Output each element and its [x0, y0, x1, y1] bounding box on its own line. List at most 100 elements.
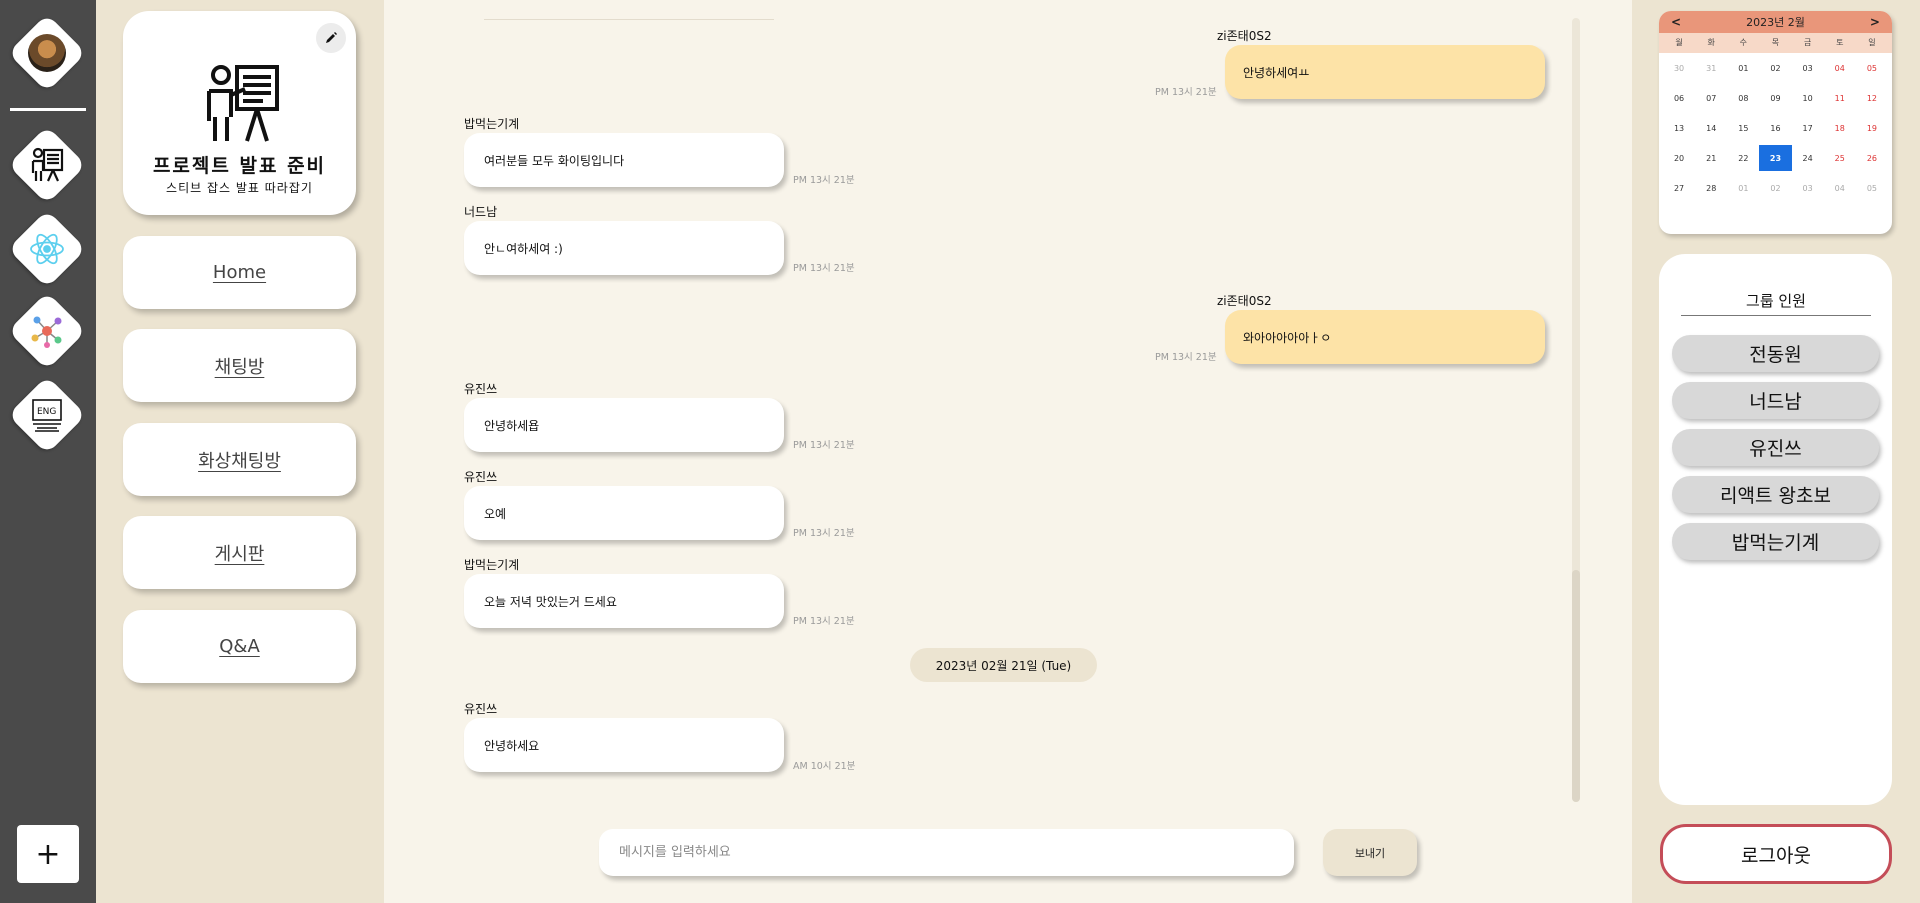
message-input[interactable] [599, 829, 1294, 876]
weekday-label: 수 [1739, 38, 1748, 47]
divider [484, 19, 774, 20]
project-card: 프로젝트 발표 준비 스티브 잡스 발표 따라잡기 [123, 11, 356, 215]
calendar-day[interactable]: 28 [1706, 183, 1717, 193]
calendar-day[interactable]: 18 [1834, 123, 1845, 133]
member-item[interactable]: 유진쓰 [1672, 429, 1879, 466]
calendar-day[interactable]: 05 [1866, 63, 1877, 73]
calendar-day[interactable]: 01 [1738, 183, 1749, 193]
calendar-day-today[interactable]: 23 [1759, 145, 1792, 171]
rail-item-english[interactable]: ENG [7, 375, 87, 455]
message-time: AM 10시 21분 [793, 761, 856, 772]
nav-chat-room[interactable]: 채팅방 [123, 329, 356, 402]
message-sender: 유진쓰 [464, 702, 498, 716]
chat-area: zi존태0S2 PM 13시 21분 안녕하세여ㅛ 밥먹는기계 여러분들 모두 … [384, 0, 1632, 903]
calendar: < 2023년 2월 > 월 화 수 목 금 토 일 30 31 01 02 0… [1659, 11, 1892, 234]
nav-home[interactable]: Home [123, 236, 356, 309]
calendar-day[interactable]: 27 [1673, 183, 1685, 193]
app-rail: ENG + [0, 0, 96, 903]
calendar-day[interactable]: 11 [1834, 93, 1845, 103]
project-title: 프로젝트 발표 준비 [152, 155, 327, 177]
message-sender: 유진쓰 [464, 470, 498, 484]
nav-board[interactable]: 게시판 [123, 516, 356, 589]
message-sender: zi존태0S2 [1217, 29, 1272, 43]
calendar-day[interactable]: 01 [1738, 63, 1749, 73]
weekday-label: 화 [1707, 38, 1715, 47]
calendar-day[interactable]: 25 [1834, 153, 1845, 163]
message-bubble: 오늘 저녁 맛있는거 드세요 [464, 574, 784, 628]
calendar-day[interactable]: 09 [1770, 93, 1781, 103]
calendar-day[interactable]: 21 [1706, 153, 1717, 163]
prev-month-button[interactable]: < [1671, 15, 1682, 29]
presentation-icon [14, 132, 80, 198]
calendar-day[interactable]: 14 [1706, 123, 1717, 133]
presentation-icon [203, 61, 283, 145]
calendar-day[interactable]: 03 [1802, 183, 1813, 193]
calendar-header: < 2023년 2월 > [1659, 11, 1892, 33]
calendar-day[interactable]: 02 [1770, 63, 1781, 73]
calendar-day[interactable]: 26 [1866, 153, 1877, 163]
send-button[interactable]: 보내기 [1323, 829, 1417, 876]
calendar-weekdays: 월 화 수 목 금 토 일 [1659, 33, 1892, 53]
calendar-day[interactable]: 19 [1866, 123, 1877, 133]
edit-project-button[interactable] [316, 23, 346, 53]
message-bubble: 여러분들 모두 화이팅입니다 [464, 133, 784, 187]
weekday-label: 토 [1836, 38, 1844, 47]
calendar-day[interactable]: 31 [1706, 63, 1717, 73]
calendar-day[interactable]: 02 [1770, 183, 1781, 193]
calendar-day[interactable]: 15 [1738, 123, 1749, 133]
calendar-day[interactable]: 20 [1673, 153, 1685, 163]
add-group-button[interactable]: + [17, 825, 79, 883]
message-time: PM 13시 21분 [793, 528, 855, 539]
calendar-day[interactable]: 04 [1834, 183, 1845, 193]
calendar-day[interactable]: 07 [1706, 93, 1717, 103]
nav-video-chat[interactable]: 화상채팅방 [123, 423, 356, 496]
next-month-button[interactable]: > [1869, 15, 1880, 29]
logout-button[interactable]: 로그아웃 [1660, 824, 1892, 884]
calendar-day[interactable]: 13 [1673, 123, 1685, 133]
member-item[interactable]: 전동원 [1672, 335, 1879, 372]
rail-item-react[interactable] [7, 209, 87, 289]
message-sender: 밥먹는기계 [464, 558, 520, 572]
message-bubble: 안녕하세욥 [464, 398, 784, 452]
calendar-day[interactable]: 16 [1770, 123, 1781, 133]
rail-divider [10, 108, 86, 111]
member-item[interactable]: 리액트 왕초보 [1672, 476, 1879, 513]
calendar-day[interactable]: 03 [1802, 63, 1813, 73]
message-bubble-mine: 와아아아아아ㅏㅇ [1225, 310, 1545, 364]
message-sender: 유진쓰 [464, 382, 498, 396]
message-bubble-mine: 안녕하세여ㅛ [1225, 45, 1545, 99]
rail-item-presentation[interactable] [7, 125, 87, 205]
message-time: PM 13시 21분 [793, 175, 855, 186]
message-sender: 밥먹는기계 [464, 117, 520, 131]
react-icon [14, 216, 80, 282]
chat-scrollbar[interactable] [1572, 18, 1580, 802]
weekday-label: 월 [1675, 38, 1683, 47]
calendar-day[interactable]: 10 [1802, 93, 1813, 103]
calendar-day[interactable]: 04 [1834, 63, 1845, 73]
calendar-day[interactable]: 12 [1866, 93, 1877, 103]
calendar-day[interactable]: 30 [1673, 63, 1685, 73]
network-graph-icon [14, 298, 80, 364]
group-members-panel: 그룹 인원 전동원 너드남 유진쓰 리액트 왕초보 밥먹는기계 [1659, 254, 1892, 805]
calendar-grid: 30 31 01 02 03 04 05 06 07 08 09 10 11 1… [1659, 53, 1892, 203]
rail-item-profile[interactable] [7, 13, 87, 93]
message-sender: 너드남 [464, 205, 498, 219]
member-item[interactable]: 밥먹는기계 [1672, 523, 1879, 560]
date-divider: 2023년 02월 21일 (Tue) [910, 648, 1097, 682]
weekday-label: 금 [1803, 38, 1812, 47]
message-sender: zi존태0S2 [1217, 294, 1272, 308]
nav-qna[interactable]: Q&A [123, 610, 356, 683]
rail-item-network[interactable] [7, 291, 87, 371]
calendar-day[interactable]: 05 [1866, 183, 1877, 193]
message-bubble: 안ㄴ여하세여 :) [464, 221, 784, 275]
weekday-label: 일 [1868, 38, 1876, 47]
scrollbar-thumb[interactable] [1572, 570, 1580, 802]
calendar-day[interactable]: 22 [1738, 153, 1749, 163]
calendar-day[interactable]: 17 [1802, 123, 1813, 133]
member-item[interactable]: 너드남 [1672, 382, 1879, 419]
calendar-day[interactable]: 24 [1802, 153, 1813, 163]
sidebar: 프로젝트 발표 준비 스티브 잡스 발표 따라잡기 Home 채팅방 화상채팅방… [96, 0, 384, 903]
calendar-day[interactable]: 06 [1673, 93, 1685, 103]
calendar-day[interactable]: 08 [1738, 93, 1749, 103]
svg-text:ENG: ENG [37, 407, 56, 417]
